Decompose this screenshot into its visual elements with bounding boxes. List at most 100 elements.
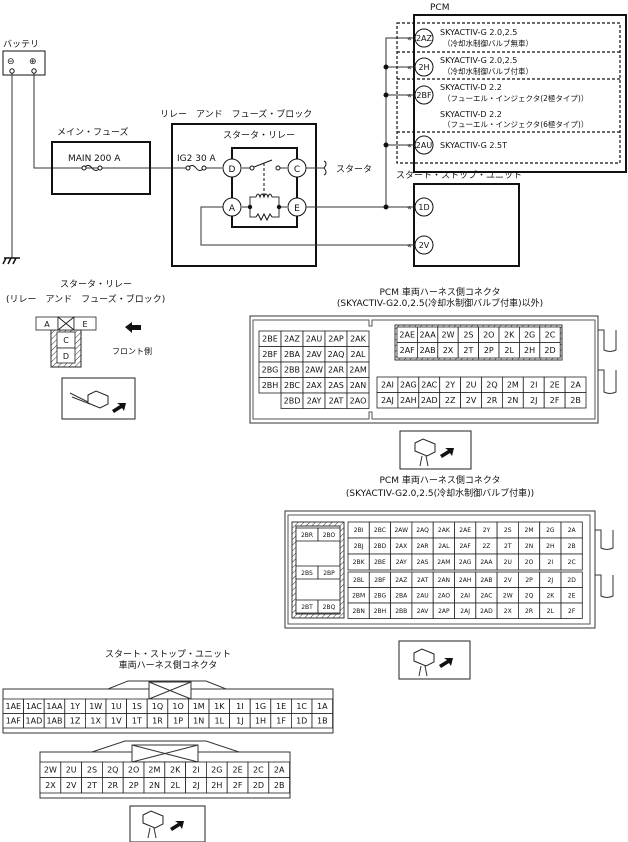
pin-label: 2AG [459,559,472,566]
pin-label: 1C [296,702,307,711]
connector-pin: 2K [164,761,187,778]
connector-pin: 1AF [2,713,25,729]
connector-pin: 2AC [475,587,498,604]
svg-text:SKYACTIV-G 2.0,2.5: SKYACTIV-G 2.0,2.5 [440,28,517,37]
pin-label: 2AV [306,350,322,359]
pin-label: 2M [525,527,534,534]
pin-label: 1S [132,702,142,711]
connector-pin: 2AI [376,376,399,393]
starter-label: スタータ [336,164,372,175]
front-side-label: フロント側 [112,346,152,356]
connector-symbol-icon: « [407,141,412,150]
connector-pin: 2K [498,326,520,343]
pin-label: 2J [192,781,199,790]
connector-pin: 2BA [280,346,304,363]
pin-label: 2BA [284,350,301,359]
connector-pin: 2B [560,537,583,555]
connector-pin: 2AE [454,521,477,539]
pin-label: 2BE [262,335,278,344]
connector-pin: 2N [518,537,541,555]
pin-label: 2S [463,331,473,340]
pin-label: 2AN [350,381,367,390]
connector-pin: 1V [105,713,128,729]
pin-label: 1T [132,717,142,726]
connector-pin: 2P [122,777,145,794]
connector-pin: 2E [560,587,583,604]
pin-label: 2AI [381,381,394,390]
connector-pin: 2AM [346,361,370,378]
pin-label: 2B [568,543,576,550]
connector-pin: 2C [560,553,583,571]
resistor-icon [255,212,273,222]
connector-pin: 2A [564,376,587,393]
pin-label: 2H [546,543,554,550]
pin-label: 2L [170,781,180,790]
pin-label: 2AQ [328,350,345,359]
pin-label: 1O [172,702,183,711]
connector-pin: 2U [460,376,482,393]
connector-view-icon [61,377,136,420]
pin-label: 2AY [307,397,322,406]
pin-label: 1U [111,702,122,711]
connector-pin: 1F [270,713,292,729]
connector-pin: 2U [496,553,519,571]
connector-pin: 2BH [368,602,391,619]
connector-pin: 2BF [368,571,391,588]
pin-label: 2BD [284,397,301,406]
connector-pin: 1L [208,713,231,729]
pin-label: 2G [524,331,535,340]
pin-label: 2L [504,346,514,355]
pin-label: 2F [233,781,243,790]
pcm-connector-1-title: PCM 車両ハーネス側コネクタ [380,286,501,298]
starter-relay-label: スタータ・リレー [223,130,295,141]
pin-label: 1Y [70,702,80,711]
connector-pin: 2BD [280,392,304,409]
connector-pin: 2AY [390,553,413,571]
pin-label: 2BM [352,592,365,599]
pin-label: 1E [276,702,286,711]
pin-label: 2BH [374,608,386,615]
relay-coil-icon [255,193,273,199]
connector-pin: 2AN [432,571,455,588]
connector-pin: 2AU [302,330,326,347]
connector-pin: 2T [496,537,519,555]
pin-label: 2L [547,608,555,615]
connector-pin: 2AA [416,326,439,343]
pin-label: 2Q [107,766,118,775]
pin-label: 2AM [349,366,367,375]
connector-pin: 2AJ [376,392,399,409]
connector-pin: 2AB [475,571,498,588]
pin-label: 2K [504,331,515,340]
pin-label: 2U [504,559,512,566]
pin-label: 2X [443,346,454,355]
connector-pin: 2BT [295,599,319,614]
ig2-fuse-value: IG2 30 A [177,154,217,164]
pin-label: 2AE [459,527,471,534]
fuse-icon [187,165,205,171]
pin-label: 2AU [416,592,428,599]
connector-pin: 1U [105,698,128,714]
relay-pin-a: A [44,320,50,329]
connector-pin: 2AT [324,392,348,409]
pin-label: 1P [173,717,183,726]
connector-pin: 2BF [258,346,282,363]
pin-label: 2U [466,381,477,390]
pin-label: 2AR [328,366,345,375]
pin-label: 2I [530,381,537,390]
svg-text:（冷却水制御バルブ付車）: （冷却水制御バルブ付車） [443,66,533,76]
svg-text:2AZ: 2AZ [416,34,433,43]
pin-label: 1AB [46,717,62,726]
connector-pin: 2F [560,602,583,619]
connector-pin: 2J [539,571,562,588]
connector-pin: 2BL [347,571,370,588]
svg-text:2BR: 2BR [301,532,313,539]
connector-pin: 2O [122,761,145,778]
connector-pin: 2E [543,376,566,393]
relay-fuse-block [171,123,317,267]
connector-pin: 2AV [302,346,326,363]
connector-pin: 2BC [280,377,304,394]
connector-view-icon [129,805,206,842]
pin-label: 1K [214,702,225,711]
connector-pin: 2A [268,761,290,778]
